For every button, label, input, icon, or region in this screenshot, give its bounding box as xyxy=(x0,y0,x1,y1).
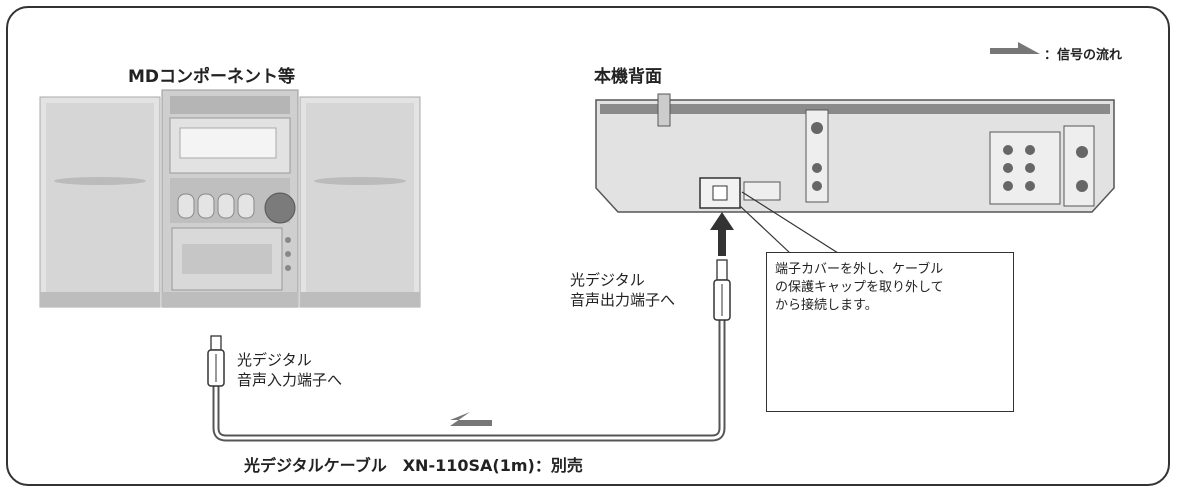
output-plug xyxy=(713,259,731,321)
callout-pointer xyxy=(739,191,839,254)
signal-flow-legend-arrow xyxy=(990,42,1040,54)
md-component-title: MDコンポーネント等 xyxy=(128,67,296,87)
input-terminal-label: 光デジタル 音声入力端子へ xyxy=(237,351,343,389)
input-plug xyxy=(207,335,225,387)
md-component-illustration xyxy=(39,89,421,308)
unit-back-panel xyxy=(595,93,1115,213)
legend-label: ：信号の流れ xyxy=(1044,48,1123,63)
cable-caption: 光デジタルケーブル XN-110SA(1m)：別売 xyxy=(244,456,583,475)
unit-back-title: 本機背面 xyxy=(594,67,662,87)
signal-arrow-up xyxy=(710,212,734,256)
callout-text: 端子カバーを外し、ケーブル の保護キャップを取り外して から接続します。 xyxy=(775,262,944,313)
optical-cable-core xyxy=(214,316,724,440)
connection-tip-callout: 端子カバーを外し、ケーブル の保護キャップを取り外して から接続します。 xyxy=(766,252,1014,412)
output-terminal-label: 光デジタル 音声出力端子へ xyxy=(570,271,676,309)
signal-arrow-left xyxy=(450,412,492,426)
